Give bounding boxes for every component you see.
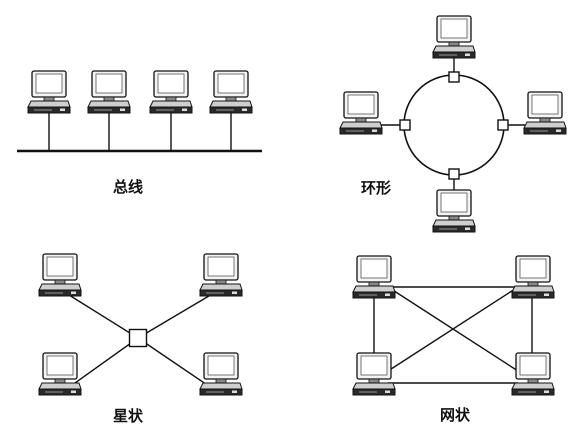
mesh-link-diagonal-2 xyxy=(387,286,519,372)
ring-computer-top-icon xyxy=(432,15,476,59)
ring-topology-caption: 环形 xyxy=(361,179,392,197)
ring-computer-bottom-icon xyxy=(432,189,476,233)
star-topology-caption: 星状 xyxy=(113,407,144,425)
bus-computer-2-icon xyxy=(87,70,131,114)
star-computer-bottom-right-icon xyxy=(199,352,243,396)
mesh-topology-caption: 网状 xyxy=(440,406,471,424)
ring-node-bottom-icon xyxy=(448,168,460,180)
bus-computer-4-icon xyxy=(209,70,253,114)
mesh-computer-top-left-icon xyxy=(352,255,396,299)
bus-computer-1-icon xyxy=(27,70,71,114)
ring-node-top-icon xyxy=(448,71,460,83)
mesh-computer-bottom-right-icon xyxy=(511,352,555,396)
ring-node-right-icon xyxy=(497,119,509,131)
mesh-computer-bottom-left-icon xyxy=(352,352,396,396)
bus-topology-caption: 总线 xyxy=(113,178,144,196)
star-computer-top-left-icon xyxy=(38,253,82,297)
connector-nodes xyxy=(128,71,509,348)
star-computer-bottom-left-icon xyxy=(38,352,82,396)
star-computer-top-right-icon xyxy=(199,253,243,297)
ring-loop-line xyxy=(403,74,505,176)
ring-node-left-icon xyxy=(399,119,411,131)
mesh-computer-top-right-icon xyxy=(511,255,555,299)
star-spoke-line-1 xyxy=(60,289,139,339)
ring-computer-left-icon xyxy=(339,91,383,135)
star-hub-icon xyxy=(128,328,148,348)
bus-computer-3-icon xyxy=(149,70,193,114)
computers xyxy=(27,15,567,396)
ring-computer-right-icon xyxy=(523,91,567,135)
star-spoke-line-2 xyxy=(137,289,220,339)
